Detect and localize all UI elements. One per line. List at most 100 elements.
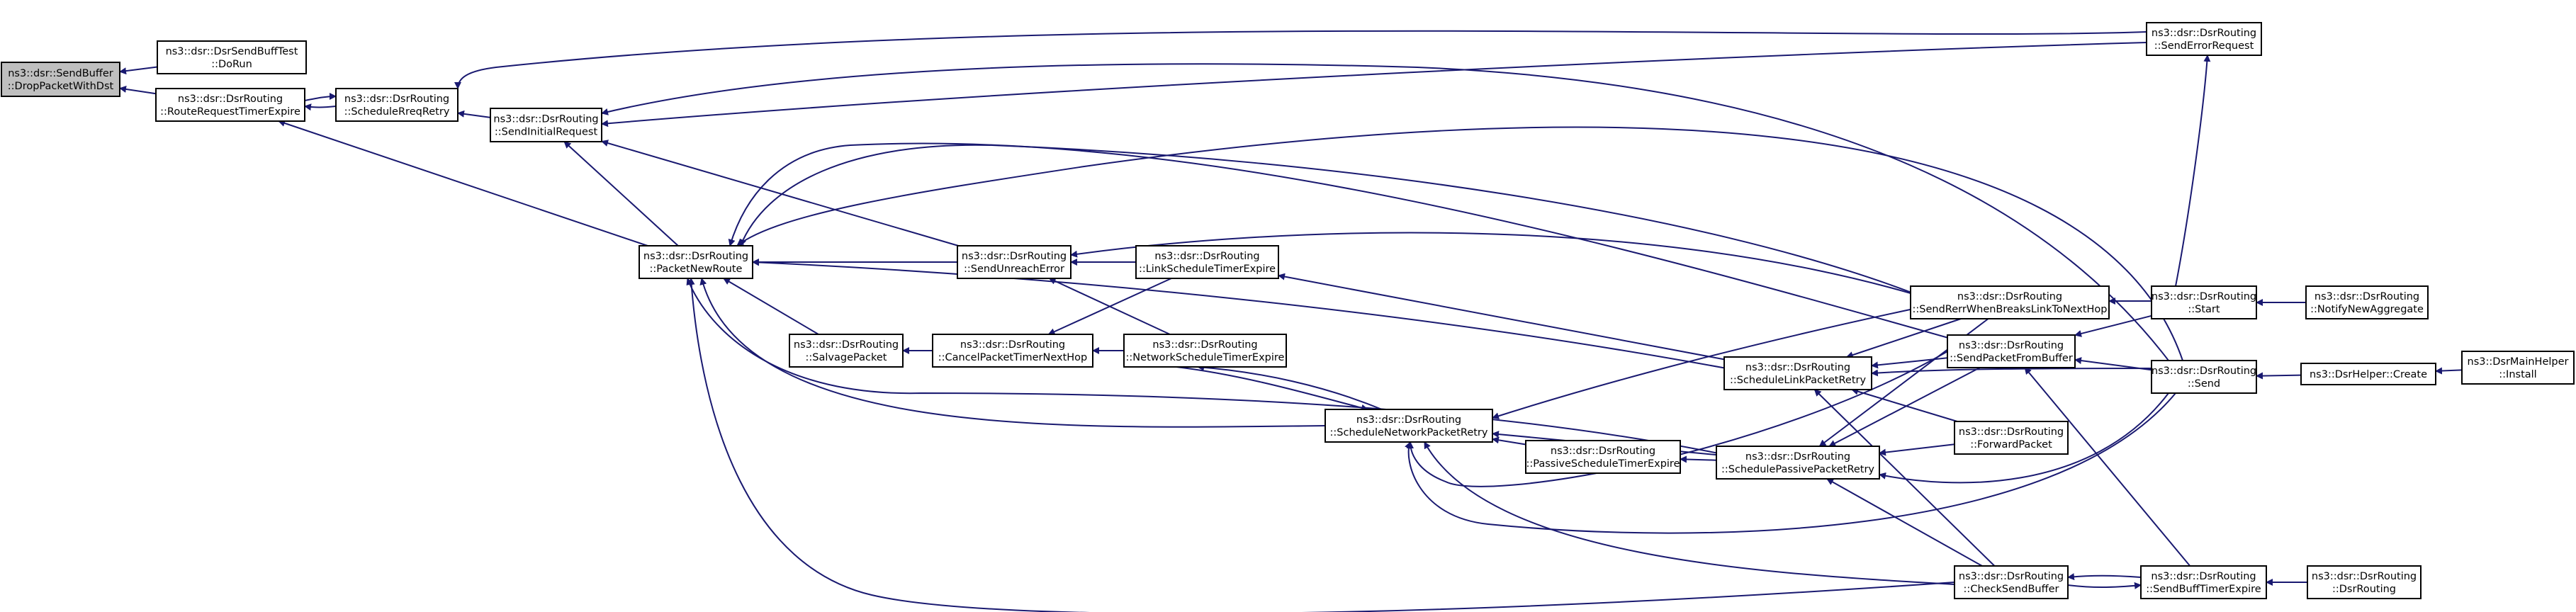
edge-srwb-to-sue	[1070, 232, 1911, 294]
node-box	[2461, 351, 2575, 385]
node-label-line: ns3::dsr::DsrRouting	[2152, 28, 2256, 39]
node-csb[interactable]: ns3::dsr::DsrRouting::CheckSendBuffer	[1954, 565, 2069, 599]
node-label-line: ns3::dsr::DsrRouting	[1152, 339, 1257, 351]
node-box	[2140, 565, 2267, 599]
node-install[interactable]: ns3::DsrMainHelper::Install	[2461, 351, 2575, 385]
node-label-line: ::SchedulePassivePacketRetry	[1721, 464, 1874, 475]
node-label-line: ::CheckSendBuffer	[1964, 584, 2059, 595]
node-label-line: ns3::dsr::DsrSendBuffTest	[166, 46, 298, 57]
node-box	[490, 108, 602, 142]
node-spfb[interactable]: ns3::dsr::DsrRouting::SendPacketFromBuff…	[1947, 334, 2076, 368]
edge-csb-to-pnr	[687, 278, 1955, 612]
edge-srwb-to-snpr	[1492, 308, 1914, 420]
node-box	[1723, 356, 1872, 390]
node-label-line: ::Install	[2499, 369, 2536, 380]
edge-send-to-pnr	[736, 126, 2183, 361]
node-label-line: ns3::dsr::DsrRouting	[1356, 414, 1461, 426]
edge-spfb-to-snpr	[1407, 350, 1950, 487]
node-box	[155, 88, 305, 122]
node-srwb[interactable]: ns3::dsr::DsrRouting::SendRerrWhenBreaks…	[1910, 285, 2110, 319]
edge-spfb-to-sppr	[1828, 367, 1981, 447]
node-box	[1, 62, 120, 97]
node-label-line: ::SendInitialRequest	[495, 127, 598, 138]
node-label-line: ::PacketNewRoute	[650, 264, 743, 275]
node-box	[1954, 421, 2069, 455]
node-slpr[interactable]: ns3::dsr::DsrRouting::ScheduleLinkPacket…	[1723, 356, 1872, 390]
node-label-line: ns3::dsr::DsrRouting	[1959, 340, 2064, 351]
node-drop[interactable]: ns3::dsr::SendBuffer::DropPacketWithDst	[1, 62, 120, 97]
node-label-line: ns3::dsr::DsrRouting	[1154, 251, 1259, 262]
edge-fwd-to-sppr	[1879, 443, 1955, 456]
node-label-line: ns3::dsr::DsrRouting	[962, 251, 1067, 262]
edge-pste-to-snpr	[1492, 436, 1526, 446]
node-label-line: ns3::dsr::DsrRouting	[178, 94, 283, 105]
node-snpr[interactable]: ns3::dsr::DsrRouting::ScheduleNetworkPac…	[1324, 409, 1493, 443]
node-start[interactable]: ns3::dsr::DsrRouting::Start	[2151, 285, 2257, 319]
node-label-line: ::SendBuffTimerExpire	[2146, 584, 2261, 595]
node-box	[1910, 285, 2110, 319]
node-srr[interactable]: ns3::dsr::DsrRouting::ScheduleRreqRetry	[335, 88, 459, 122]
node-box	[2146, 22, 2262, 56]
node-label-line: ns3::dsr::DsrRouting	[2152, 291, 2256, 302]
node-box	[1525, 440, 1681, 474]
edge-fwd-to-slpr	[1851, 387, 1958, 422]
node-send[interactable]: ns3::dsr::DsrRouting::Send	[2151, 360, 2257, 394]
edge-test-to-drop	[119, 66, 158, 75]
nodes-layer: ns3::dsr::SendBuffer::DropPacketWithDstn…	[1, 22, 2575, 599]
edge-rrte-to-srr	[304, 93, 337, 101]
node-box	[932, 334, 1093, 368]
edge-send-to-sir	[601, 63, 2169, 361]
node-sppr[interactable]: ns3::dsr::DsrRouting::SchedulePassivePac…	[1716, 446, 1880, 480]
node-nste[interactable]: ns3::dsr::DsrRouting::NetworkScheduleTim…	[1123, 334, 1287, 368]
node-label-line: ns3::dsr::DsrRouting	[1551, 446, 1655, 457]
node-label-line: ns3::dsr::DsrRouting	[2152, 366, 2256, 377]
edge-spfb-to-pnr	[728, 142, 1957, 341]
node-label-line: ::Start	[2188, 304, 2220, 315]
node-sir[interactable]: ns3::dsr::DsrRouting::SendInitialRequest	[490, 108, 602, 142]
node-label-line: ::RouteRequestTimerExpire	[160, 106, 300, 118]
node-ctor[interactable]: ns3::dsr::DsrRouting::DsrRouting	[2307, 565, 2422, 599]
node-label-line: ::ScheduleRreqRetry	[344, 106, 450, 118]
edge-nste-to-snpr	[1176, 366, 1368, 412]
node-label-line: ns3::dsr::DsrRouting	[1959, 571, 2064, 582]
node-label-line: ::PassiveScheduleTimerExpire	[1526, 458, 1680, 470]
node-fwd[interactable]: ns3::dsr::DsrRouting::ForwardPacket	[1954, 421, 2069, 455]
node-create[interactable]: ns3::DsrHelper::Create	[2300, 363, 2436, 385]
node-nna[interactable]: ns3::dsr::DsrRouting::NotifyNewAggregate	[2305, 285, 2429, 319]
node-sbte[interactable]: ns3::dsr::DsrRouting::SendBuffTimerExpir…	[2140, 565, 2267, 599]
node-label-line: ns3::dsr::DsrRouting	[643, 251, 748, 262]
node-box	[1954, 565, 2069, 599]
node-label-line: ::SalvagePacket	[806, 352, 887, 363]
node-rrte[interactable]: ns3::dsr::DsrRouting::RouteRequestTimerE…	[155, 88, 305, 122]
node-box	[2300, 363, 2436, 385]
node-lste[interactable]: ns3::dsr::DsrRouting::LinkScheduleTimerE…	[1135, 245, 1279, 279]
node-box	[1324, 409, 1493, 443]
node-label-line: ns3::dsr::DsrRouting	[2315, 291, 2419, 302]
node-label-line: ::DsrRouting	[2332, 584, 2396, 595]
node-box	[957, 245, 1072, 279]
edge-slpr-to-lste	[1278, 273, 1725, 361]
node-sue[interactable]: ns3::dsr::DsrRouting::SendUnreachError	[957, 245, 1072, 279]
edge-salv-to-pnr	[723, 278, 819, 335]
node-box	[639, 245, 753, 279]
node-label-line: ::SendUnreachError	[964, 264, 1064, 275]
node-label-line: ns3::dsr::SendBuffer	[8, 68, 113, 79]
node-salv[interactable]: ns3::dsr::DsrRouting::SalvagePacket	[789, 334, 904, 368]
node-label-line: ::ScheduleNetworkPacketRetry	[1330, 427, 1488, 438]
node-label-line: ns3::DsrHelper::Create	[2310, 369, 2427, 380]
node-label-line: ::SendErrorRequest	[2154, 40, 2254, 52]
node-label-line: ::NetworkScheduleTimerExpire	[1126, 352, 1285, 363]
node-test[interactable]: ns3::dsr::DsrSendBuffTest::DoRun	[157, 40, 307, 74]
node-pnr[interactable]: ns3::dsr::DsrRouting::PacketNewRoute	[639, 245, 753, 279]
node-label-line: ::ScheduleLinkPacketRetry	[1730, 375, 1867, 386]
node-label-line: ns3::dsr::DsrRouting	[794, 339, 899, 351]
edge-ser-to-srr	[454, 30, 2147, 89]
node-cptnh[interactable]: ns3::dsr::DsrRouting::CancelPacketTimerN…	[932, 334, 1093, 368]
node-label-line: ns3::dsr::DsrRouting	[493, 114, 598, 125]
node-pste[interactable]: ns3::dsr::DsrRouting::PassiveScheduleTim…	[1525, 440, 1681, 474]
edge-sue-to-sir	[601, 140, 959, 246]
node-ser[interactable]: ns3::dsr::DsrRouting::SendErrorRequest	[2146, 22, 2262, 56]
edge-pnr-to-rrte	[278, 120, 648, 246]
edge-snpr-to-pnr	[699, 278, 1326, 428]
edge-lste-to-cptnh	[1047, 278, 1172, 335]
